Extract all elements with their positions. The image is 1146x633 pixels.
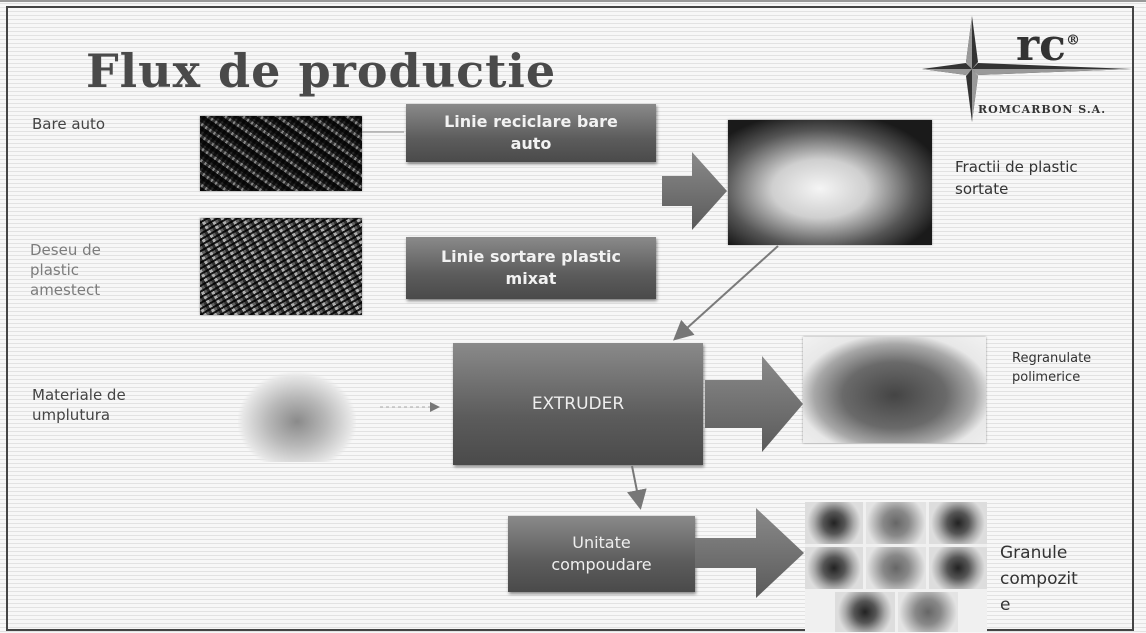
connector-fractions-extruder <box>676 246 778 338</box>
block-arrow-icon <box>662 152 727 230</box>
connector-extruder-compounding <box>632 466 640 506</box>
block-arrow-icon <box>705 356 803 452</box>
block-arrow-icon <box>695 508 804 598</box>
